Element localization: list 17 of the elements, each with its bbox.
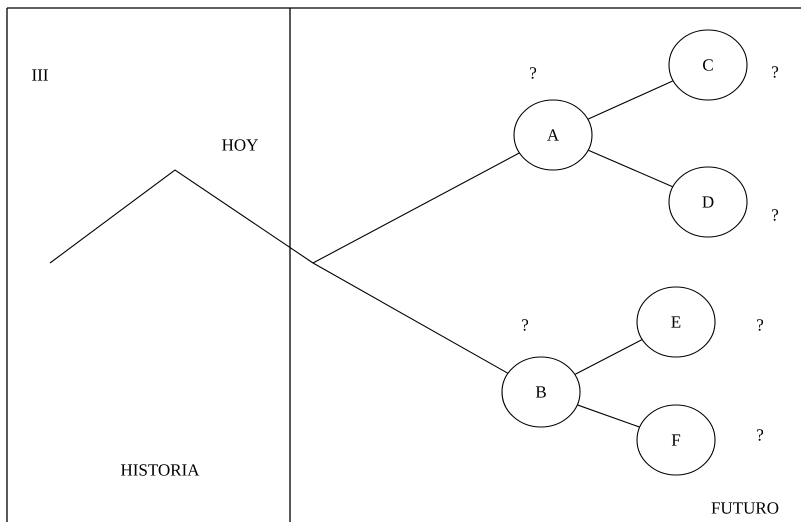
branch-line bbox=[578, 404, 640, 428]
question-mark: ? bbox=[772, 66, 778, 78]
label: HISTORIA bbox=[120, 464, 200, 476]
branch-line bbox=[588, 80, 673, 120]
label: FUTURO bbox=[712, 502, 778, 514]
branch-line bbox=[312, 152, 520, 264]
history-line bbox=[50, 169, 314, 264]
question-mark: ? bbox=[772, 209, 778, 221]
branch-line bbox=[575, 339, 642, 375]
label: III bbox=[32, 69, 48, 81]
question-mark: ? bbox=[522, 319, 528, 331]
question-mark: ? bbox=[757, 429, 764, 441]
question-mark: ? bbox=[530, 67, 536, 79]
label: HOY bbox=[222, 139, 258, 151]
question-mark: ? bbox=[757, 319, 764, 331]
branch-line bbox=[312, 262, 508, 374]
branch-line bbox=[588, 150, 673, 188]
